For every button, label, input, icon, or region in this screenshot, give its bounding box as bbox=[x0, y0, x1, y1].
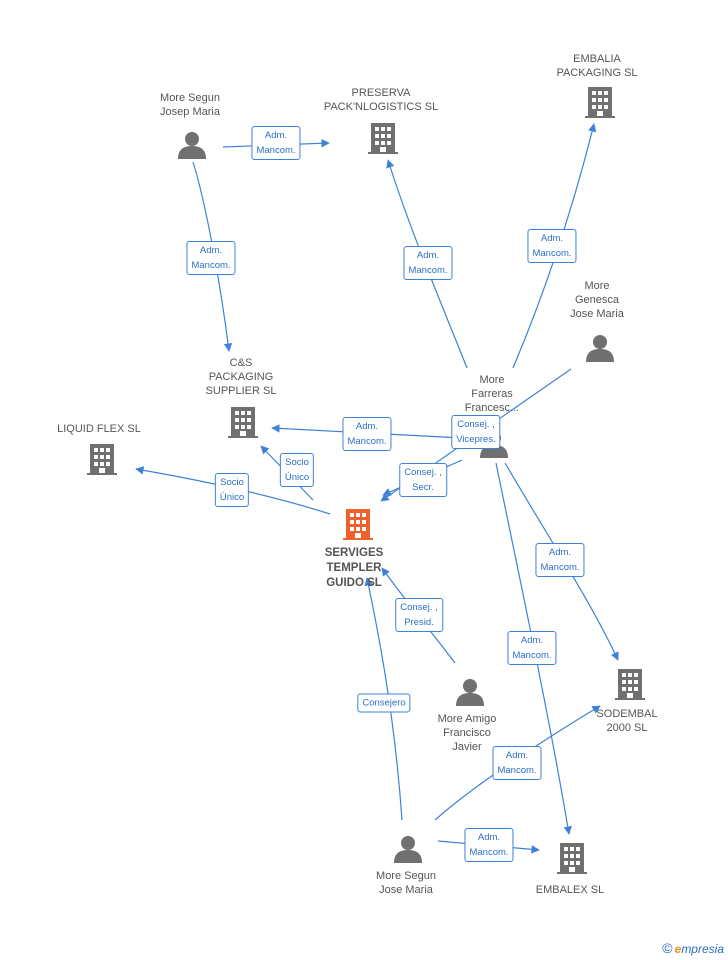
node-label-sodembal[interactable]: SODEMBAL 2000 SL bbox=[596, 708, 658, 734]
brand-logo-e: e bbox=[674, 942, 682, 956]
sodembal-building-icon[interactable] bbox=[615, 669, 645, 700]
edge-label-more_segun_josep-to-cs_packaging[interactable]: Adm. Mancom. bbox=[186, 241, 236, 275]
node-label-cs-packaging[interactable]: C&S PACKAGING SUPPLIER SL bbox=[205, 357, 277, 397]
edge-label-more_segun_josep-to-preserva[interactable]: Adm. Mancom. bbox=[251, 126, 301, 160]
edge-label-more_segun_jose-to-embalex[interactable]: Adm. Mancom. bbox=[464, 828, 514, 862]
preserva-building-icon[interactable] bbox=[368, 123, 398, 154]
more-segun-josep-person-icon[interactable] bbox=[178, 132, 206, 159]
node-label-main[interactable]: SERVIGES TEMPLER GUIDO SL bbox=[324, 547, 384, 589]
more-genesca-person-icon[interactable] bbox=[586, 335, 614, 362]
node-label-more-genesca[interactable]: More Genesca Jose Maria bbox=[570, 280, 624, 320]
cs-packaging-building-icon[interactable] bbox=[228, 407, 258, 438]
edge-label-main-to-cs_packaging[interactable]: Socio Único bbox=[279, 453, 315, 487]
edge-label-main-to-liquid_flex[interactable]: Socio Único bbox=[214, 473, 250, 507]
node-label-more-farreras[interactable]: More Farreras Francesc... bbox=[464, 374, 520, 414]
edge-label-more_farreras-to-cs_packaging[interactable]: Adm. Mancom. bbox=[342, 417, 392, 451]
embalia-building-icon[interactable] bbox=[585, 87, 615, 118]
node-label-more-segun-josep[interactable]: More Segun Josep Maria bbox=[160, 92, 220, 118]
edge-label-more_amigo-to-main[interactable]: Consej. , Presid. bbox=[395, 598, 443, 632]
edge-label-more_farreras-to-embalia[interactable]: Adm. Mancom. bbox=[527, 229, 577, 263]
edge-label-more_genesca-to-main[interactable]: Consej. , Vicepres. bbox=[451, 415, 501, 449]
edge-label-more_farreras-to-preserva[interactable]: Adm. Mancom. bbox=[403, 246, 453, 280]
node-label-preserva[interactable]: PRESERVA PACK'NLOGISTICS SL bbox=[323, 87, 439, 113]
node-label-more-amigo[interactable]: More Amigo Francisco Javier bbox=[437, 713, 497, 753]
more-segun-jose-person-icon[interactable] bbox=[394, 836, 422, 863]
main-building-icon[interactable] bbox=[343, 509, 373, 540]
brand-logo-text: mpresia bbox=[681, 942, 724, 956]
node-label-more-segun-jose[interactable]: More Segun Jose Maria bbox=[376, 870, 436, 896]
node-label-liquid-flex[interactable]: LIQUID FLEX SL bbox=[57, 423, 141, 435]
empresia-watermark[interactable]: ©empresia bbox=[662, 940, 724, 956]
embalex-building-icon[interactable] bbox=[557, 843, 587, 874]
node-label-embalia[interactable]: EMBALIA PACKAGING SL bbox=[556, 53, 638, 79]
copyright-icon: © bbox=[662, 940, 673, 956]
edge-label-more_segun_jose-to-sodembal[interactable]: Adm. Mancom. bbox=[492, 746, 542, 780]
node-label-embalex[interactable]: EMBALEX SL bbox=[535, 884, 605, 896]
liquid-flex-building-icon[interactable] bbox=[87, 444, 117, 475]
edge-label-more_segun_jose-to-main[interactable]: Consejero bbox=[357, 693, 411, 713]
edge-label-more_farreras-to-main[interactable]: Consej. , Secr. bbox=[399, 463, 447, 497]
edge-more_segun_jose-to-main bbox=[364, 577, 403, 821]
edge-label-more_farreras-to-sodembal[interactable]: Adm. Mancom. bbox=[535, 543, 585, 577]
more-amigo-person-icon[interactable] bbox=[456, 679, 484, 706]
edge-label-more_farreras-to-embalex[interactable]: Adm. Mancom. bbox=[507, 631, 557, 665]
